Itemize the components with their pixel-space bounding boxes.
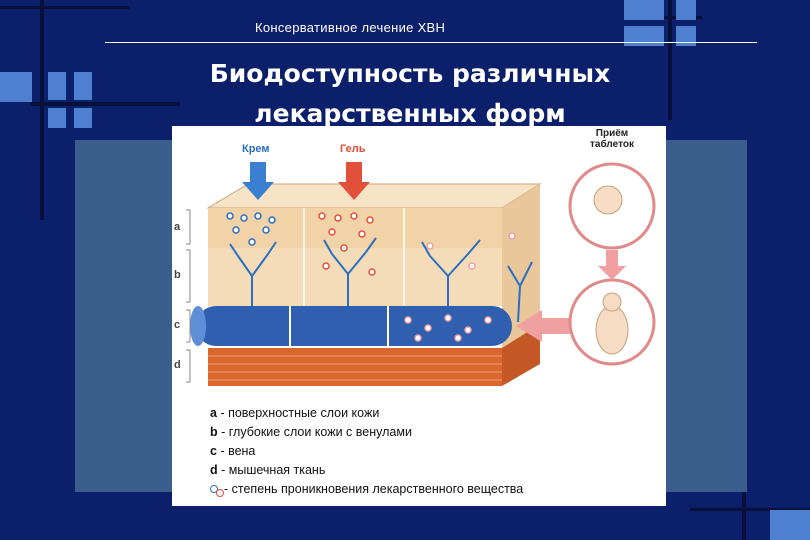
slide-title: Биодоступность различных лекарственных ф…	[209, 59, 611, 128]
layer-b-deep-skin	[208, 248, 502, 306]
legend-item-c: c - вена	[210, 444, 255, 458]
decorative-line	[742, 470, 746, 540]
header-divider	[105, 42, 757, 43]
person-head	[593, 185, 623, 215]
decorative-square	[676, 0, 696, 20]
legend-key: a	[210, 406, 217, 420]
tablet-down-arrow	[598, 250, 626, 280]
decorative-square	[676, 26, 696, 46]
vein-opening	[190, 306, 206, 346]
skin-side-face	[502, 184, 540, 348]
cream-arrow	[242, 162, 274, 200]
legend-text: - вена	[220, 444, 256, 458]
gel-label: Гель	[340, 143, 366, 155]
decorative-line	[40, 0, 44, 220]
person-torso	[595, 305, 629, 355]
gel-penetration-dots	[318, 212, 376, 276]
legend-text: - мышечная ткань	[221, 463, 326, 477]
legend-item-d: d - мышечная ткань	[210, 463, 325, 477]
decorative-square	[624, 26, 664, 46]
person-head	[602, 292, 622, 312]
tablets-label: Приём таблеток	[590, 128, 634, 150]
decorative-line	[30, 102, 180, 106]
legend-item-a: a - поверхностные слои кожи	[210, 406, 379, 420]
legend-key: d	[210, 463, 218, 477]
cream-penetration-dots	[226, 212, 276, 246]
layer-brackets	[186, 209, 191, 383]
cream-label: Крем	[242, 143, 270, 155]
drug-dots-icon	[210, 484, 224, 497]
muscle-side-face	[502, 324, 540, 386]
layer-marker-c: c	[174, 319, 180, 331]
decorative-line	[0, 6, 130, 9]
decorative-square	[74, 108, 92, 128]
bioavailability-figure: a b c d Крем Гель Приём таблеток a - пов…	[172, 126, 666, 506]
layer-marker-d: d	[174, 359, 181, 371]
decorative-line	[668, 0, 672, 120]
skin-cross-section-illustration: a b c d Крем Гель	[174, 143, 656, 386]
legend-text: - глубокие слои кожи с венулами	[221, 425, 412, 439]
layer-marker-b: b	[174, 269, 181, 281]
decorative-line	[690, 508, 810, 511]
legend-item-penetration: - степень проникновения лекарственного в…	[210, 482, 524, 497]
muscle-fibers	[208, 355, 502, 381]
legend-key: b	[210, 425, 218, 439]
legend-key: c	[210, 444, 217, 458]
legend-text: - степень проникновения лекарственного в…	[224, 482, 524, 496]
layer-marker-a: a	[174, 221, 181, 233]
decorative-line	[640, 16, 702, 19]
decorative-square	[624, 0, 664, 20]
decorative-square	[0, 72, 32, 102]
slide-header: Консервативное лечение ХВН	[255, 20, 446, 35]
venules	[229, 237, 533, 323]
legend-text: - поверхностные слои кожи	[220, 406, 380, 420]
tablet-absorption-arrow	[516, 310, 582, 342]
legend-item-b: b - глубокие слои кожи с венулами	[210, 425, 412, 439]
decorative-square	[48, 72, 66, 100]
decorative-square	[48, 108, 66, 128]
decorative-square	[770, 510, 810, 540]
gel-arrow	[338, 162, 370, 200]
decorative-square	[74, 72, 92, 100]
tablet-drug-dots	[404, 232, 516, 342]
vein	[196, 306, 512, 346]
